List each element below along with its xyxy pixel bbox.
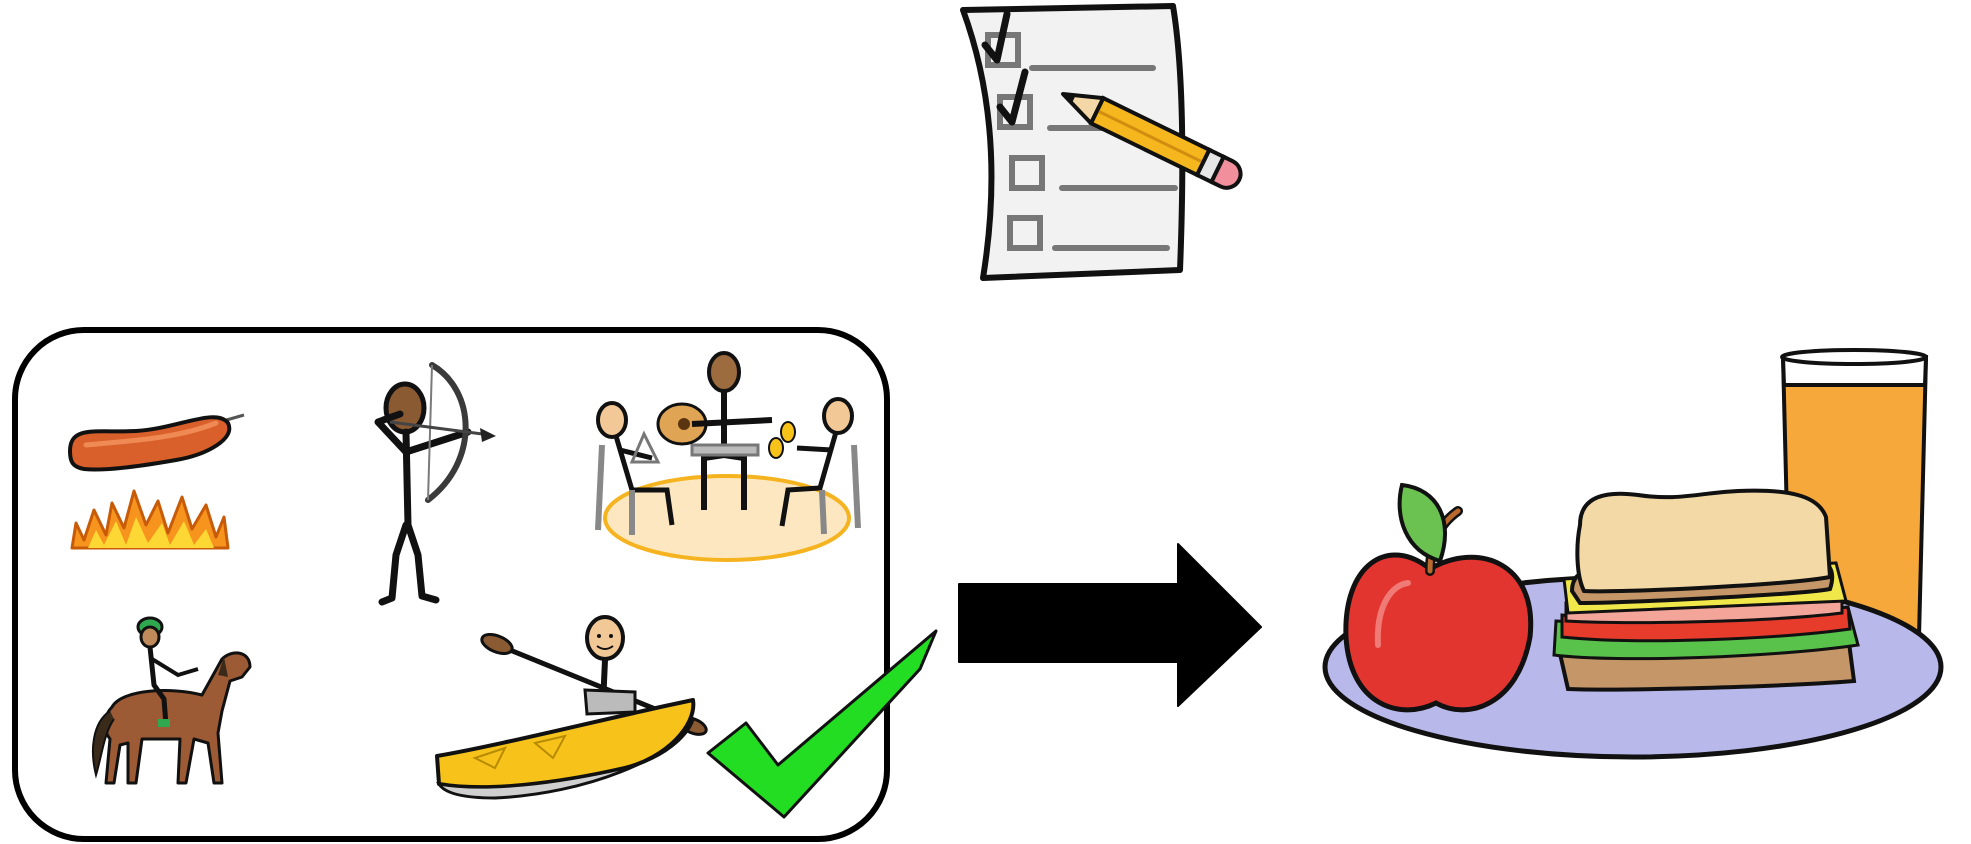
music-circle-icon: [595, 351, 861, 562]
checklist-icon: [960, 3, 1243, 281]
sausage-over-fire-icon: [67, 413, 245, 550]
right-arrow-icon: [958, 543, 1262, 707]
green-check-icon: [706, 629, 938, 819]
kayak-icon: [435, 615, 708, 800]
horse-riding-icon: [91, 616, 252, 785]
archery-icon: [374, 362, 496, 606]
lunch-plate-icon: [1322, 348, 1944, 760]
